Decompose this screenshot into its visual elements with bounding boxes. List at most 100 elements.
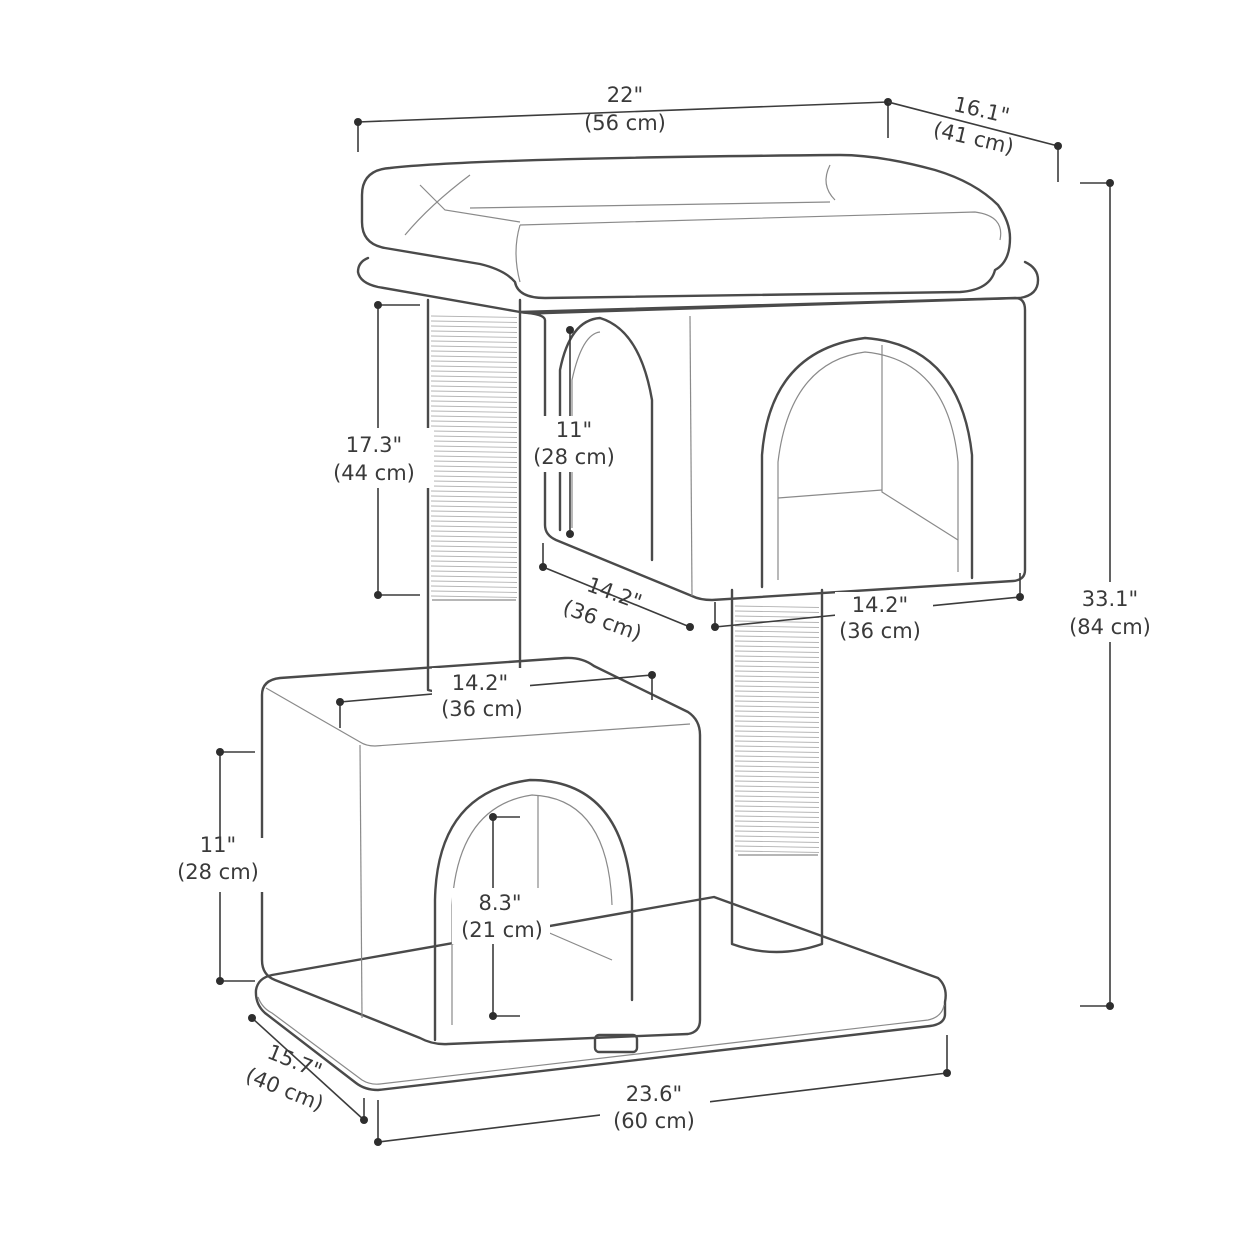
lower-condo-opening <box>433 778 634 1042</box>
sisal-rope-ring <box>430 495 518 498</box>
sisal-rope-ring <box>430 375 518 378</box>
right-sisal-post <box>730 588 824 954</box>
sisal-rope-ring <box>430 555 518 558</box>
sisal-rope-ring <box>430 475 518 478</box>
sisal-rope-ring <box>430 545 518 548</box>
sisal-rope-ring <box>430 470 518 473</box>
sisal-rope-ring <box>734 840 820 843</box>
sisal-rope-ring <box>734 720 820 723</box>
sisal-rope-ring <box>734 810 820 813</box>
sisal-rope-ring <box>430 345 518 348</box>
sisal-rope-ring <box>430 450 518 453</box>
sisal-rope-ring <box>430 445 518 448</box>
sisal-rope-ring <box>734 620 820 623</box>
dim-base-depth: 15.7" (40 cm) <box>242 1014 368 1124</box>
upper-opening-cm: (28 cm) <box>533 445 615 469</box>
sisal-rope-ring <box>734 850 820 853</box>
top-width-inch: 22" <box>607 83 643 107</box>
sisal-rope-ring <box>734 695 820 698</box>
sisal-rope-ring <box>734 655 820 658</box>
sisal-rope-ring <box>430 440 518 443</box>
sisal-rope-ring <box>734 835 820 838</box>
sisal-rope-ring <box>734 730 820 733</box>
sisal-rope-ring <box>734 770 820 773</box>
sisal-rope-ring <box>734 750 820 753</box>
post-height-inch: 17.3" <box>346 433 402 457</box>
sisal-rope-ring <box>430 535 518 538</box>
sisal-rope-ring <box>430 405 518 408</box>
sisal-rope-ring <box>734 605 820 608</box>
sisal-rope-ring <box>734 790 820 793</box>
sisal-rope-ring <box>430 370 518 373</box>
sisal-rope-ring <box>734 780 820 783</box>
lower-width-cm: (36 cm) <box>441 697 523 721</box>
sisal-rope-ring <box>430 510 518 513</box>
sisal-rope-ring <box>430 430 518 433</box>
sisal-rope-ring <box>430 490 518 493</box>
sisal-rope-ring <box>430 570 518 573</box>
sisal-rope-ring <box>734 630 820 633</box>
sisal-rope-ring <box>734 675 820 678</box>
top-perch-bed <box>356 153 1040 315</box>
sisal-rope-ring <box>734 705 820 708</box>
base-width-inch: 23.6" <box>626 1082 682 1106</box>
sisal-rope-ring <box>430 380 518 383</box>
sisal-rope-ring <box>430 580 518 583</box>
sisal-rope-ring <box>734 820 820 823</box>
sisal-rope-ring <box>430 530 518 533</box>
sisal-rope-ring <box>734 670 820 673</box>
sisal-rope-ring <box>734 650 820 653</box>
sisal-rope-ring <box>734 615 820 618</box>
sisal-rope-ring <box>734 665 820 668</box>
sisal-rope-ring <box>430 420 518 423</box>
sisal-rope-ring <box>430 550 518 553</box>
post-height-cm: (44 cm) <box>333 461 415 485</box>
sisal-rope-ring <box>734 700 820 703</box>
sisal-rope-ring <box>734 740 820 743</box>
sisal-rope-ring <box>734 815 820 818</box>
sisal-rope-ring <box>734 845 820 848</box>
sisal-rope-ring <box>734 710 820 713</box>
sisal-rope-ring <box>430 565 518 568</box>
sisal-rope-ring <box>734 735 820 738</box>
sisal-rope-ring <box>430 515 518 518</box>
sisal-rope-ring <box>430 460 518 463</box>
sisal-rope-ring <box>734 755 820 758</box>
sisal-rope-ring <box>430 350 518 353</box>
upper-condo <box>518 296 1027 602</box>
lower-width-inch: 14.2" <box>452 671 508 695</box>
sisal-rope-ring <box>430 340 518 343</box>
sisal-rope-ring <box>734 775 820 778</box>
base-width-cm: (60 cm) <box>613 1109 695 1133</box>
dim-upper-width: 14.2" (36 cm) <box>711 573 1024 646</box>
sisal-rope-ring <box>430 360 518 363</box>
sisal-rope-ring <box>430 400 518 403</box>
base-platform <box>254 895 947 1092</box>
dim-top-depth: 16.1" (41 cm) <box>887 92 1062 182</box>
left-sisal-post <box>426 298 522 698</box>
lower-height-inch: 11" <box>200 833 236 857</box>
sisal-rope-ring <box>430 315 518 318</box>
sisal-rope-ring <box>430 365 518 368</box>
upper-width-cm: (36 cm) <box>839 619 921 643</box>
sisal-rope-ring <box>430 575 518 578</box>
lower-height-cm: (28 cm) <box>177 860 259 884</box>
sisal-rope-ring <box>734 685 820 688</box>
sisal-rope-ring <box>430 520 518 523</box>
total-height-cm: (84 cm) <box>1069 615 1151 639</box>
sisal-rope-ring <box>430 325 518 328</box>
upper-width-inch: 14.2" <box>852 593 908 617</box>
sisal-rope-ring <box>734 715 820 718</box>
sisal-rope-ring <box>430 395 518 398</box>
sisal-rope-ring <box>734 660 820 663</box>
sisal-rope-ring <box>734 825 820 828</box>
sisal-rope-ring <box>430 335 518 338</box>
sisal-rope-ring <box>734 645 820 648</box>
lower-opening-cm: (21 cm) <box>461 918 543 942</box>
upper-condo-side-opening <box>558 316 654 562</box>
sisal-rope-ring <box>430 425 518 428</box>
lower-condo <box>260 656 702 1046</box>
sisal-rope-ring <box>430 390 518 393</box>
sisal-rope-ring <box>430 500 518 503</box>
